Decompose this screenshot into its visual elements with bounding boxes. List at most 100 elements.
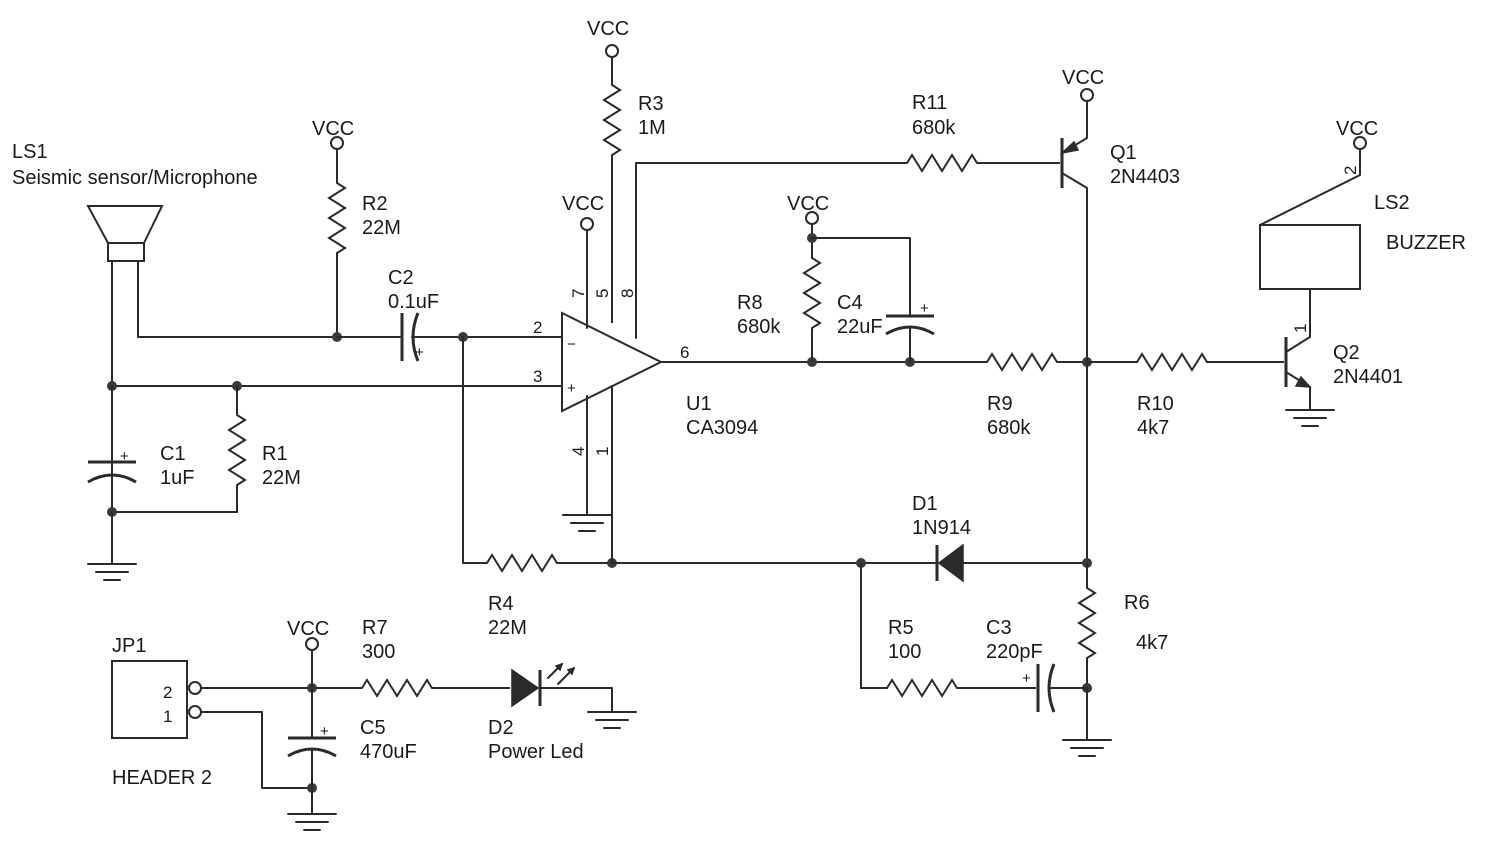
u1-pin-2: 2 [533,318,542,337]
r9-value: 680k [987,417,1031,439]
r8-ref: R8 [737,292,763,314]
r1-value: 22M [262,467,301,489]
ground-symbol-u1 [562,395,612,532]
r9-ref: R9 [987,393,1013,415]
r8-resistor [802,211,822,362]
jp1-ref: JP1 [112,635,146,657]
c4-plus: + [920,300,929,317]
c1-capacitor: + [87,385,137,513]
c3-capacitor: + [1022,663,1088,713]
ground-symbol-c1 [87,511,137,581]
ls1-ref: LS1 [12,141,48,163]
q2-ref: Q2 [1333,342,1360,364]
u1-pin-1: 1 [593,447,612,456]
d2-ref: D2 [488,717,514,739]
r11-ref: R11 [912,92,947,114]
r7-value: 300 [362,641,395,663]
c4-ref: C4 [837,292,863,314]
c2-value: 0.1uF [388,291,439,313]
vcc-label-r8: VCC [787,193,829,215]
c4-capacitor: + [811,237,935,363]
d1-value: 1N914 [912,517,971,539]
c3-value: 220pF [986,641,1043,663]
u1-plus: + [567,380,576,397]
r7-ref: R7 [362,617,388,639]
ls2-ref: LS2 [1374,192,1410,214]
vcc-label-r3: VCC [587,18,629,40]
ls2-pin-2: 2 [1341,166,1360,175]
c5-capacitor: + [287,687,337,831]
c5-plus: + [320,723,329,740]
r3-resistor [602,44,622,323]
r5-value: 100 [888,641,921,663]
r6-ref: R6 [1124,592,1150,614]
ground-symbol-r6 [1062,687,1112,757]
q1-value: 2N4403 [1110,166,1180,188]
r4-ref: R4 [488,593,514,615]
microphone-symbol [86,205,338,513]
u1-ref: U1 [686,393,712,415]
d1-diode [935,543,1088,583]
r5-resistor [860,563,1036,698]
u1-pin-7: 7 [569,289,588,298]
r6-resistor [1077,563,1097,688]
r4-resistor [463,553,612,573]
r3-ref: R3 [638,93,664,115]
r8-value: 680k [737,316,781,338]
r3-value: 1M [638,117,666,139]
c5-value: 470uF [360,741,417,763]
r7-resistor [361,678,510,698]
u1-pin-5: 5 [593,289,612,298]
ls2-value: BUZZER [1386,232,1466,254]
c2-ref: C2 [388,267,414,289]
r9-resistor [986,352,1087,372]
r2-ref: R2 [362,193,388,215]
r1-resistor [112,386,247,513]
d2-led [511,662,637,729]
c5-ref: C5 [360,717,386,739]
r11-value: 680k [912,117,956,139]
jp1-pin-1: 1 [163,707,172,726]
buzzer-symbol [1259,136,1367,290]
u1-pin-3: 3 [533,367,542,386]
c2-plus: + [415,344,424,361]
ls1-value: Seismic sensor/Microphone [12,167,258,189]
r6-value: 4k7 [1136,632,1168,654]
c1-value: 1uF [160,467,194,489]
r5-ref: R5 [888,617,914,639]
u1-pin-8: 8 [618,289,637,298]
r1-ref: R1 [262,443,288,465]
ls2-pin-1: 1 [1291,324,1310,333]
q1-ref: Q1 [1110,142,1137,164]
vcc-label-r2: VCC [312,118,354,140]
jp1-pin-2: 2 [163,683,172,702]
r4-value: 22M [488,617,527,639]
c2-capacitor: + [336,312,563,362]
r2-resistor [327,136,347,337]
d2-value: Power Led [488,741,584,763]
vcc-label-ls2: VCC [1336,118,1378,140]
jp1-header [111,660,202,739]
r10-ref: R10 [1137,393,1174,415]
c4-value: 22uF [837,316,883,338]
vcc-label-q1: VCC [1062,67,1104,89]
r10-value: 4k7 [1137,417,1169,439]
q2-npn-transistor [1284,289,1335,427]
u1-minus: − [567,336,576,353]
r10-resistor [1087,352,1284,372]
q1-pnp-transistor [1059,88,1094,564]
c3-ref: C3 [986,617,1012,639]
u1-value: CA3094 [686,417,758,439]
r2-value: 22M [362,217,401,239]
u1-pin-6: 6 [680,343,689,362]
q2-value: 2N4401 [1333,366,1403,388]
vcc-label-pin7: VCC [562,193,604,215]
u1-pin-4: 4 [569,447,588,456]
c3-plus: + [1022,670,1031,687]
r11-resistor [906,153,1060,173]
c1-plus: + [120,448,129,465]
d1-ref: D1 [912,493,938,515]
jp1-value: HEADER 2 [112,767,212,789]
c1-ref: C1 [160,443,186,465]
